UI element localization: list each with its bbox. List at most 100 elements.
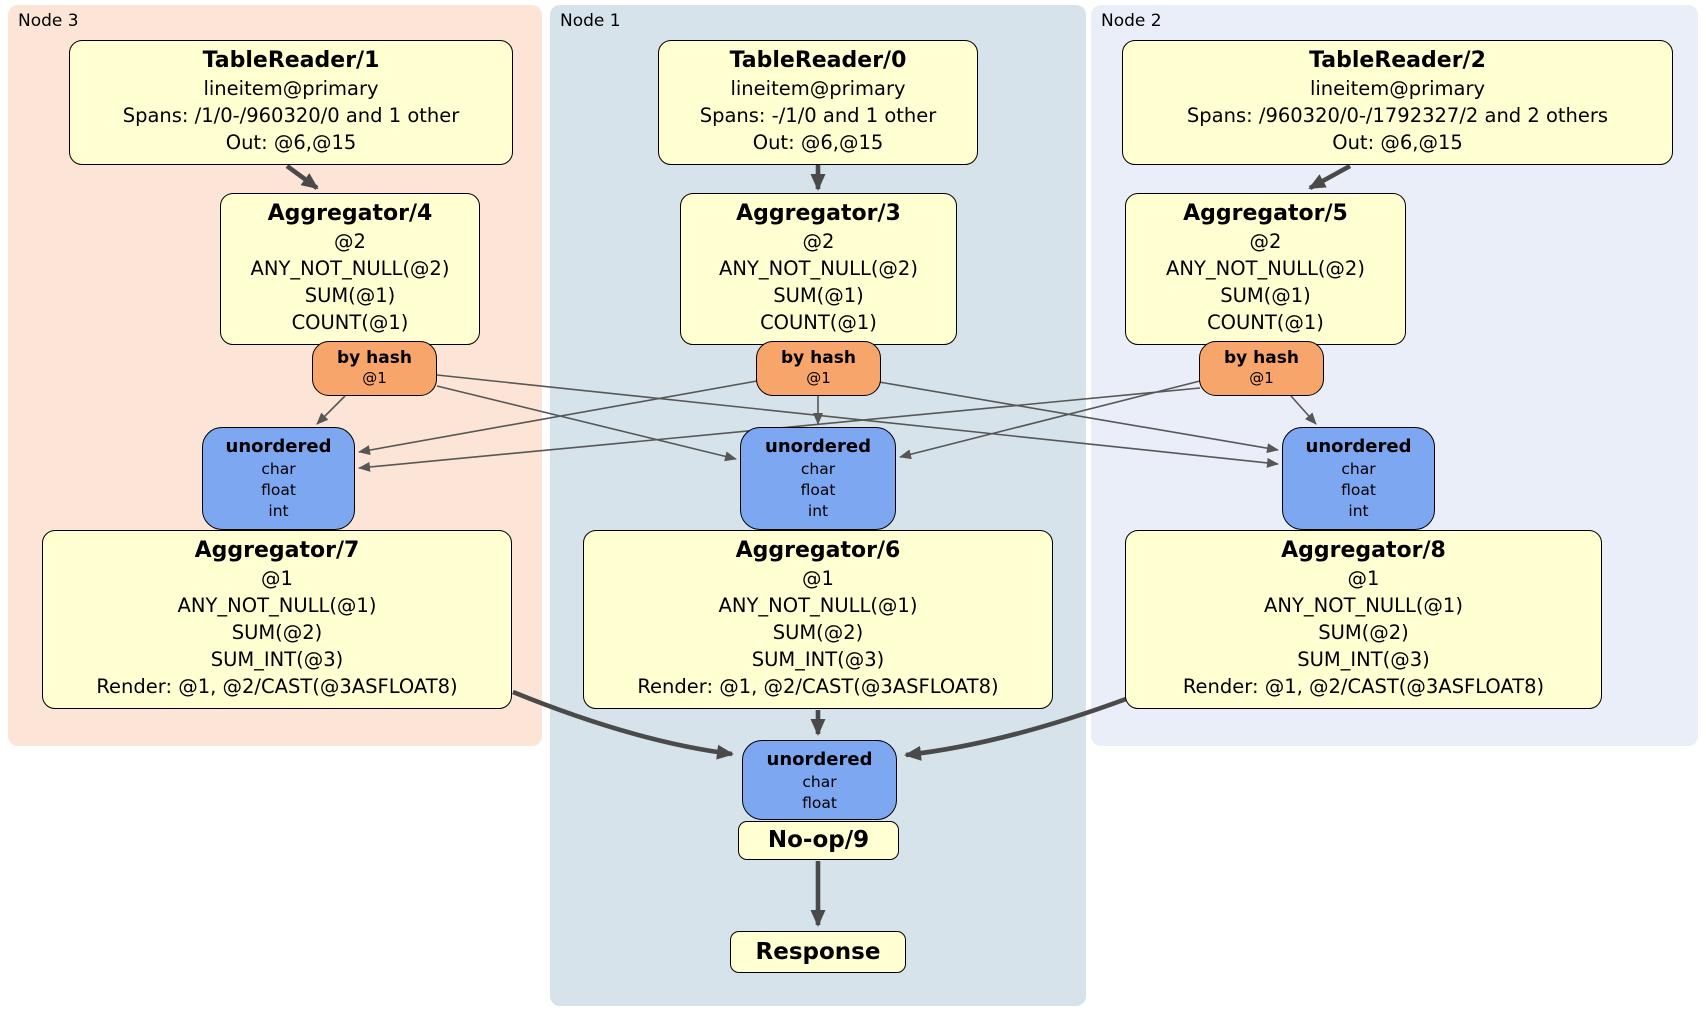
edge-tablereader2-aggregator5 (1308, 163, 1352, 191)
processor-detail: SUM_INT(@3) (210, 648, 344, 671)
sync-detail: float (1341, 481, 1376, 499)
processor-detail: @1 (261, 567, 293, 590)
processor-detail: @1 (802, 567, 834, 590)
processor-detail: Out: @6,@15 (752, 131, 884, 154)
processor-title: No-op/9 (767, 827, 870, 853)
edge-router4-sync8 (436, 374, 1279, 468)
sync-detail: int (268, 502, 289, 520)
aggregator-box: Aggregator/7 @1 ANY_NOT_NULL(@1) SUM(@2)… (42, 530, 512, 709)
processor-detail: lineitem@primary (203, 77, 379, 100)
hash-router-box: by hash @1 (312, 341, 437, 396)
processor-detail: COUNT(@1) (1207, 311, 1324, 334)
hash-router-box: by hash @1 (1199, 341, 1324, 396)
processor-title: TableReader/0 (729, 48, 907, 73)
processor-detail: lineitem@primary (730, 77, 906, 100)
edge-router5-sync6 (899, 380, 1201, 460)
aggregator-box: Aggregator/8 @1 ANY_NOT_NULL(@1) SUM(@2)… (1125, 530, 1602, 709)
router-title: by hash (1224, 348, 1299, 368)
edge-aggregator8-finalsync (904, 696, 1127, 761)
processor-detail: Spans: /960320/0-/1792327/2 and 2 others (1186, 104, 1609, 127)
edge-router3-sync7 (358, 380, 758, 455)
sync-detail: int (1348, 502, 1369, 520)
router-title: by hash (781, 348, 856, 368)
sync-detail: int (807, 502, 829, 520)
processor-detail: @2 (334, 230, 366, 253)
sync-detail: char (802, 773, 837, 791)
processor-detail: SUM(@1) (773, 284, 864, 307)
processor-detail: SUM(@1) (1220, 284, 1311, 307)
table-reader-box: TableReader/0 lineitem@primary Spans: -/… (658, 40, 978, 165)
processor-detail: ANY_NOT_NULL(@2) (1166, 257, 1365, 280)
node-panel-label: Node 2 (1101, 11, 1162, 31)
sync-detail: char (800, 460, 836, 478)
processor-detail: ANY_NOT_NULL(@1) (1264, 594, 1463, 617)
sync-detail: char (1341, 460, 1376, 478)
processor-detail: SUM(@2) (231, 621, 323, 644)
node-panel-label: Node 3 (18, 11, 79, 31)
processor-title: Aggregator/4 (267, 201, 433, 226)
processor-detail: SUM_INT(@3) (1297, 648, 1430, 671)
processor-detail: Out: @6,@15 (1332, 131, 1463, 154)
response-box: Response (730, 931, 906, 973)
processor-title: Aggregator/6 (735, 538, 901, 563)
sync-detail: char (261, 460, 296, 478)
sync-title: unordered (766, 749, 873, 770)
processor-detail: lineitem@primary (1309, 77, 1486, 100)
processor-detail: SUM(@1) (304, 284, 396, 307)
processor-title: TableReader/2 (1309, 48, 1486, 73)
sync-title: unordered (225, 436, 332, 457)
processor-detail: @2 (802, 230, 835, 253)
aggregator-box: Aggregator/3 @2 ANY_NOT_NULL(@2) SUM(@1)… (680, 193, 957, 345)
sync-detail: float (800, 481, 836, 499)
router-detail: @1 (1249, 369, 1274, 387)
input-sync-box: unordered char float int (202, 427, 355, 530)
processor-detail: ANY_NOT_NULL(@2) (719, 257, 918, 280)
router-detail: @1 (806, 369, 831, 387)
processor-detail: Render: @1, @2/CAST(@3ASFLOAT8) (96, 675, 458, 698)
processor-title: Aggregator/3 (736, 201, 901, 226)
aggregator-box: Aggregator/6 @1 ANY_NOT_NULL(@1) SUM(@2)… (583, 530, 1053, 709)
processor-detail: Spans: /1/0-/960320/0 and 1 other (122, 104, 460, 127)
sync-title: unordered (1305, 436, 1412, 457)
processor-detail: @1 (1347, 567, 1380, 590)
processor-detail: Render: @1, @2/CAST(@3ASFLOAT8) (1182, 675, 1545, 698)
input-sync-box: unordered char float int (1282, 427, 1435, 530)
edge-router4-sync6 (436, 385, 737, 462)
processor-detail: @2 (1249, 230, 1282, 253)
processor-title: Response (755, 939, 881, 965)
processor-detail: Out: @6,@15 (225, 131, 357, 154)
processor-title: Aggregator/7 (194, 538, 360, 563)
sync-title: unordered (765, 436, 871, 457)
hash-router-box: by hash @1 (756, 341, 881, 396)
sync-detail: float (261, 481, 296, 499)
processor-detail: SUM_INT(@3) (751, 648, 885, 671)
processor-title: Aggregator/8 (1281, 538, 1446, 563)
processor-detail: ANY_NOT_NULL(@2) (250, 257, 450, 280)
processor-detail: COUNT(@1) (760, 311, 877, 334)
processor-detail: ANY_NOT_NULL(@1) (177, 594, 377, 617)
processor-detail: SUM(@2) (1318, 621, 1409, 644)
edge-aggregator7-finalsync (512, 689, 734, 760)
processor-title: Aggregator/5 (1183, 201, 1348, 226)
processor-title: TableReader/1 (202, 48, 380, 73)
processor-detail: COUNT(@1) (291, 311, 409, 334)
final-input-sync-box: unordered char float (742, 740, 897, 820)
processor-detail: Spans: -/1/0 and 1 other (699, 104, 937, 127)
processor-detail: SUM(@2) (772, 621, 864, 644)
edge-tablereader1-aggregator4 (285, 164, 319, 190)
table-reader-box: TableReader/2 lineitem@primary Spans: /9… (1122, 40, 1673, 165)
noop-box: No-op/9 (738, 821, 899, 860)
table-reader-box: TableReader/1 lineitem@primary Spans: /1… (69, 40, 513, 165)
edge-router5-sync8 (1290, 395, 1317, 425)
sync-detail: float (802, 794, 837, 812)
input-sync-box: unordered char float int (740, 427, 896, 530)
router-detail: @1 (362, 369, 387, 387)
aggregator-box: Aggregator/4 @2 ANY_NOT_NULL(@2) SUM(@1)… (220, 193, 480, 345)
edge-router4-sync7 (316, 395, 346, 425)
router-title: by hash (337, 348, 412, 368)
edge-router3-sync8 (878, 381, 1279, 454)
node-panel-label: Node 1 (560, 11, 621, 31)
processor-detail: Render: @1, @2/CAST(@3ASFLOAT8) (637, 675, 999, 698)
